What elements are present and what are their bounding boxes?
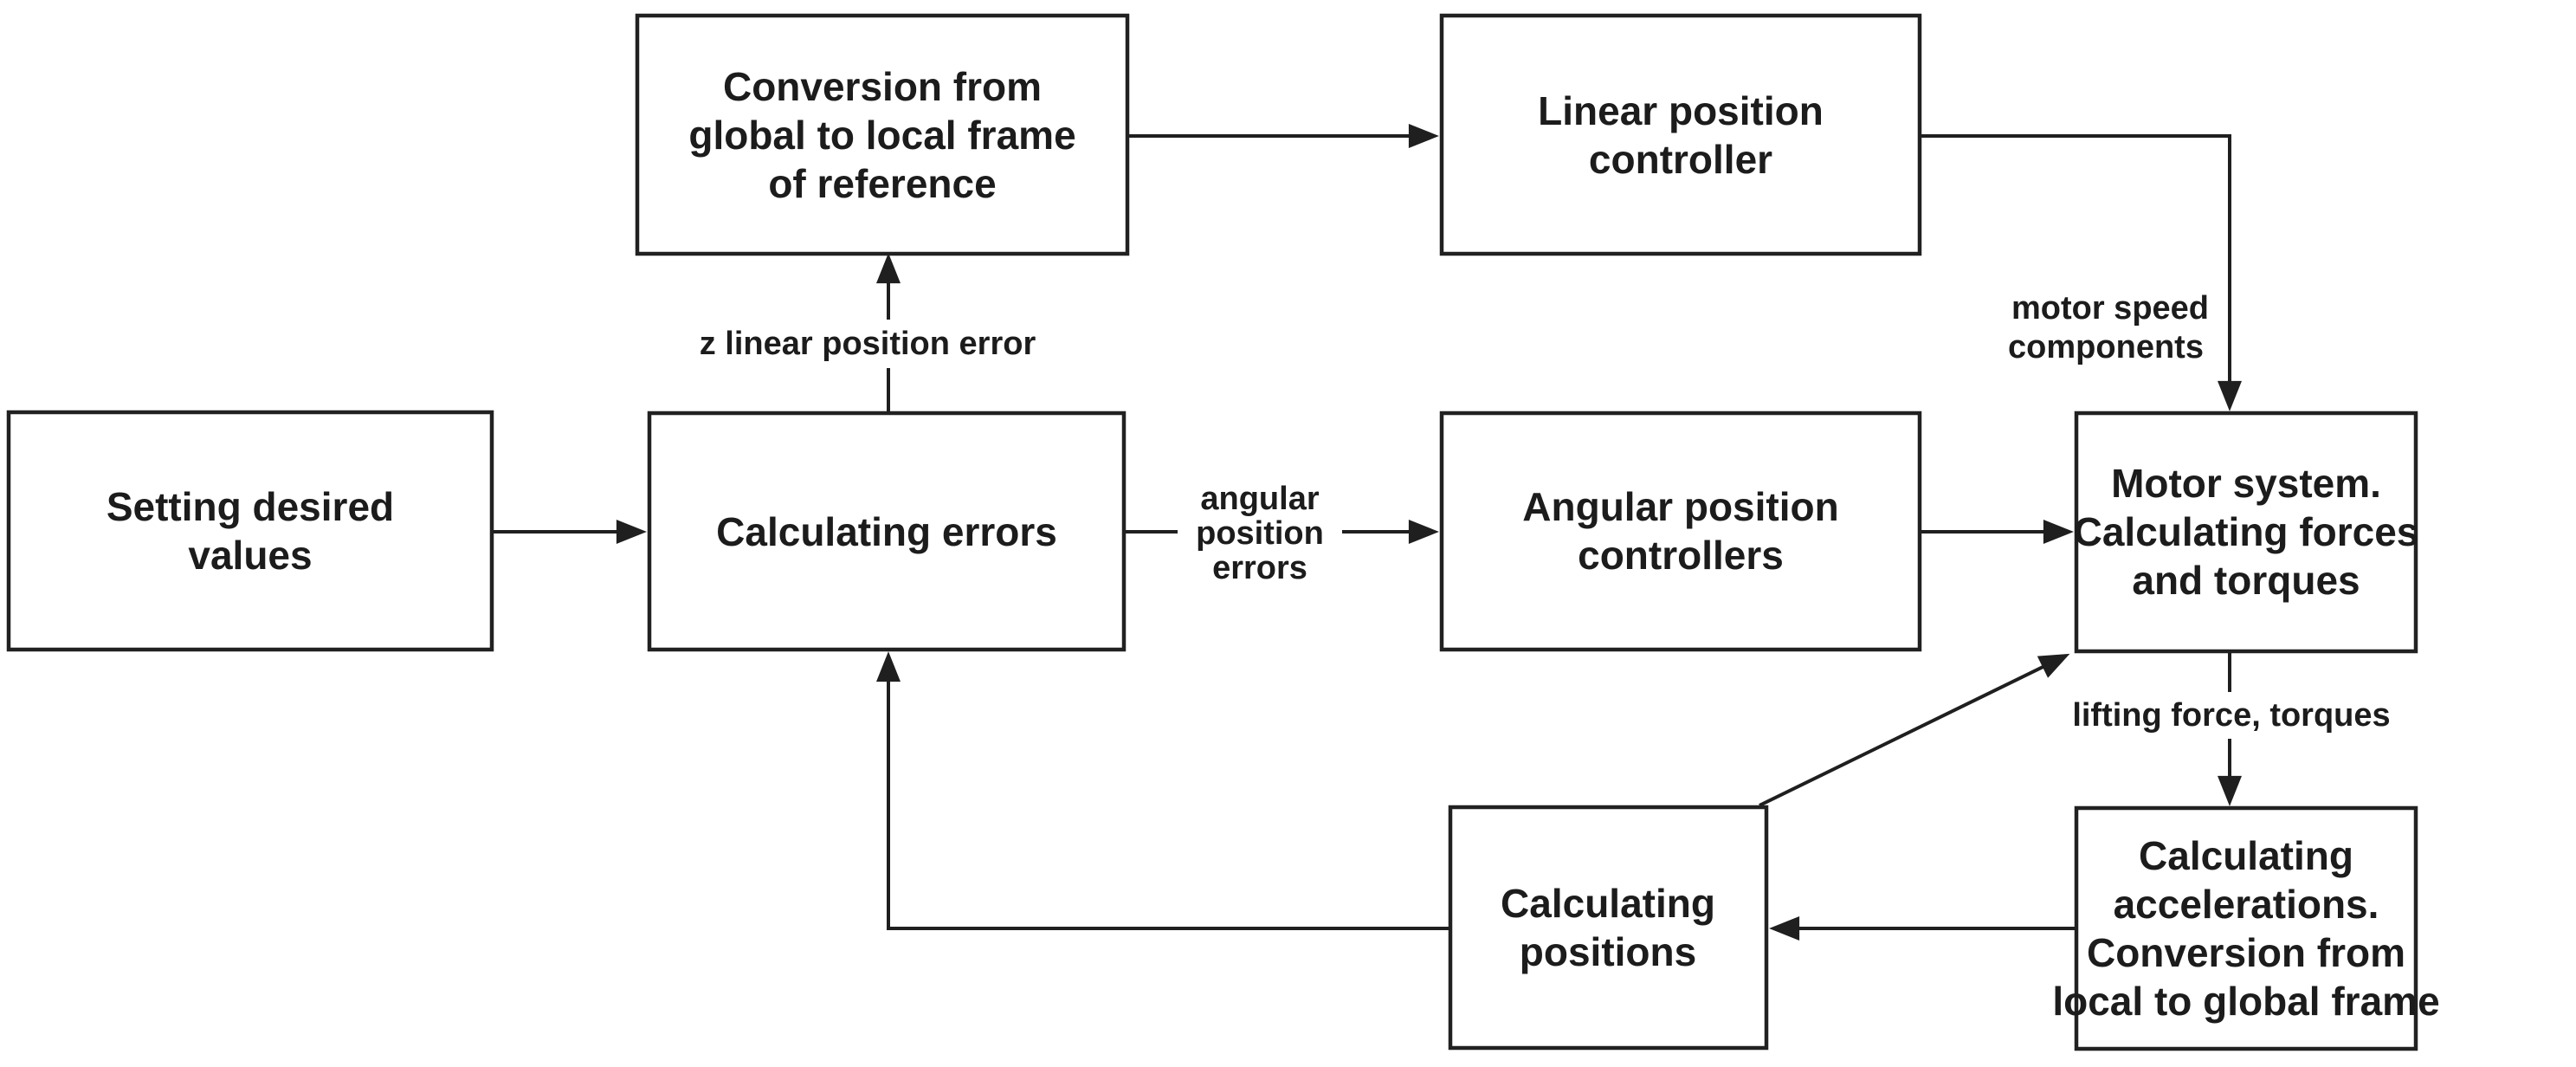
node-motor-system: Motor system. Calculating forces and tor…: [2074, 411, 2419, 654]
edge-label-text: errors: [1212, 550, 1307, 586]
box-calculating-errors: [647, 411, 1127, 652]
edge-label-angular-position-errors: angular position errors: [1178, 478, 1342, 589]
node-calculating-positions: Calculating positions: [1448, 805, 1769, 1051]
node-label: Linear position: [1538, 88, 1824, 133]
node-label: Conversion from: [2087, 930, 2405, 975]
node-label: Setting desired: [107, 484, 394, 529]
edge-label-text: position: [1196, 515, 1324, 552]
edge-linear-to-motor: [1920, 134, 2242, 411]
box-setting-values: [6, 410, 494, 652]
node-setting-desired-values: Setting desired values: [6, 410, 494, 652]
node-label: controller: [1589, 137, 1772, 182]
node-label: global to local frame: [688, 113, 1075, 158]
label-background: [668, 320, 1067, 368]
edge-label-lifting-force-torques: lifting force, torques: [2068, 692, 2395, 739]
edge-label-text: angular: [1200, 481, 1319, 517]
edge-label-z-linear-position-error: z linear position error: [668, 320, 1067, 368]
node-label: local to global frame: [2052, 979, 2439, 1024]
node-linear-position-controller: Linear position controller: [1439, 13, 1922, 256]
box-angular-controllers: [1439, 411, 1922, 652]
edge-label-text: motor speed: [2011, 290, 2209, 327]
node-label: Calculating: [2139, 833, 2353, 878]
node-conversion-global-to-local: Conversion from global to local frame of…: [635, 13, 1130, 256]
node-label: controllers: [1578, 533, 1784, 578]
box-linear-controller: [1439, 13, 1922, 256]
edge-label-text: z linear position error: [700, 326, 1036, 362]
node-label: accelerations.: [2114, 882, 2379, 927]
node-label: values: [188, 533, 312, 578]
box-conversion: [635, 13, 1130, 256]
node-label: Calculating forces: [2074, 509, 2419, 554]
box-motor-system: [2074, 411, 2418, 654]
node-calculating-accelerations: Calculating accelerations. Conversion fr…: [2052, 805, 2440, 1051]
label-background: [2068, 692, 2395, 739]
node-angular-position-controllers: Angular position controllers: [1439, 411, 1922, 652]
edge-label-motor-speed-components: motor speed components: [2008, 290, 2209, 365]
box-calculating-accelerations: [2074, 805, 2418, 1051]
node-label: positions: [1520, 929, 1696, 974]
node-label: of reference: [768, 161, 996, 206]
edge-label-text: lifting force, torques: [2072, 697, 2390, 734]
node-label: Calculating errors: [716, 509, 1057, 554]
node-label: Angular position: [1522, 484, 1838, 529]
node-label: and torques: [2132, 558, 2360, 603]
edge-label-text: components: [2008, 329, 2204, 365]
node-label: Conversion from: [723, 64, 1042, 109]
node-label: Motor system.: [2111, 461, 2381, 506]
node-calculating-errors: Calculating errors: [647, 411, 1127, 652]
edge-positions-to-motor: [1759, 653, 2070, 807]
box-calculating-positions: [1448, 805, 1769, 1051]
label-background: [1178, 478, 1342, 589]
node-label: Calculating: [1501, 881, 1715, 926]
edge-positions-to-errors: [876, 651, 1450, 930]
